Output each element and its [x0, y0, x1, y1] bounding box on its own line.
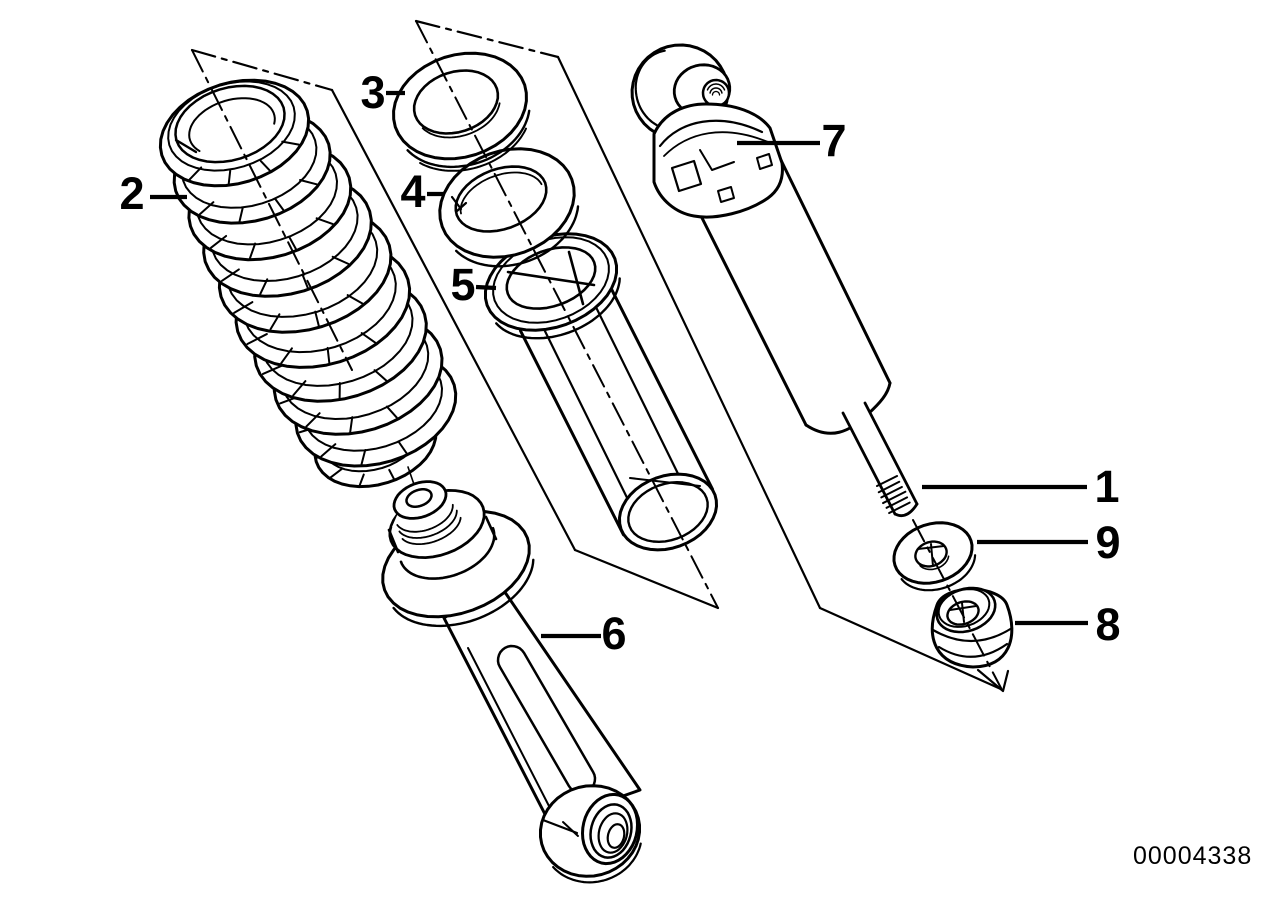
callout-4: 4	[400, 166, 444, 217]
spring-strut-lower-part	[381, 466, 642, 884]
damper-ring	[438, 147, 580, 268]
callout-5: 5	[450, 259, 497, 310]
washer	[892, 521, 977, 592]
axis-centerlines	[191, 20, 1010, 693]
callout-1: 1	[922, 461, 1120, 512]
callout-7: 7	[737, 115, 847, 166]
diagram-code: 00004338	[1133, 842, 1252, 870]
callout-number-shock-absorber: 7	[821, 115, 846, 166]
rubber-bushing	[930, 586, 1014, 669]
callout-6: 6	[541, 608, 627, 659]
callouts: 1 2 345 6 7 8 9	[119, 67, 1120, 659]
callout-number-coil-spring: 2	[119, 168, 144, 219]
callout-2: 2	[119, 168, 187, 219]
callout-number-piston-rod-threaded-end: 1	[1094, 461, 1119, 512]
callout-number-rubber-bushing: 8	[1095, 599, 1120, 650]
callout-number-washer: 9	[1095, 517, 1120, 568]
callout-number-damper-ring: 4	[400, 166, 425, 217]
callout-9: 9	[977, 517, 1121, 568]
upper-spring-plate	[392, 51, 531, 172]
shock-absorber	[630, 43, 919, 518]
callout-number-lower-spring-plate-with-tube: 5	[450, 259, 475, 310]
callout-number-upper-spring-plate: 3	[360, 67, 385, 118]
coil-spring	[158, 78, 458, 489]
construction-frame-lines	[190, 19, 1005, 692]
callout-leader-line	[475, 284, 497, 291]
callout-8: 8	[1015, 599, 1121, 650]
callout-number-spring-strut-lower-part: 6	[601, 608, 626, 659]
callout-3: 3	[360, 67, 405, 118]
